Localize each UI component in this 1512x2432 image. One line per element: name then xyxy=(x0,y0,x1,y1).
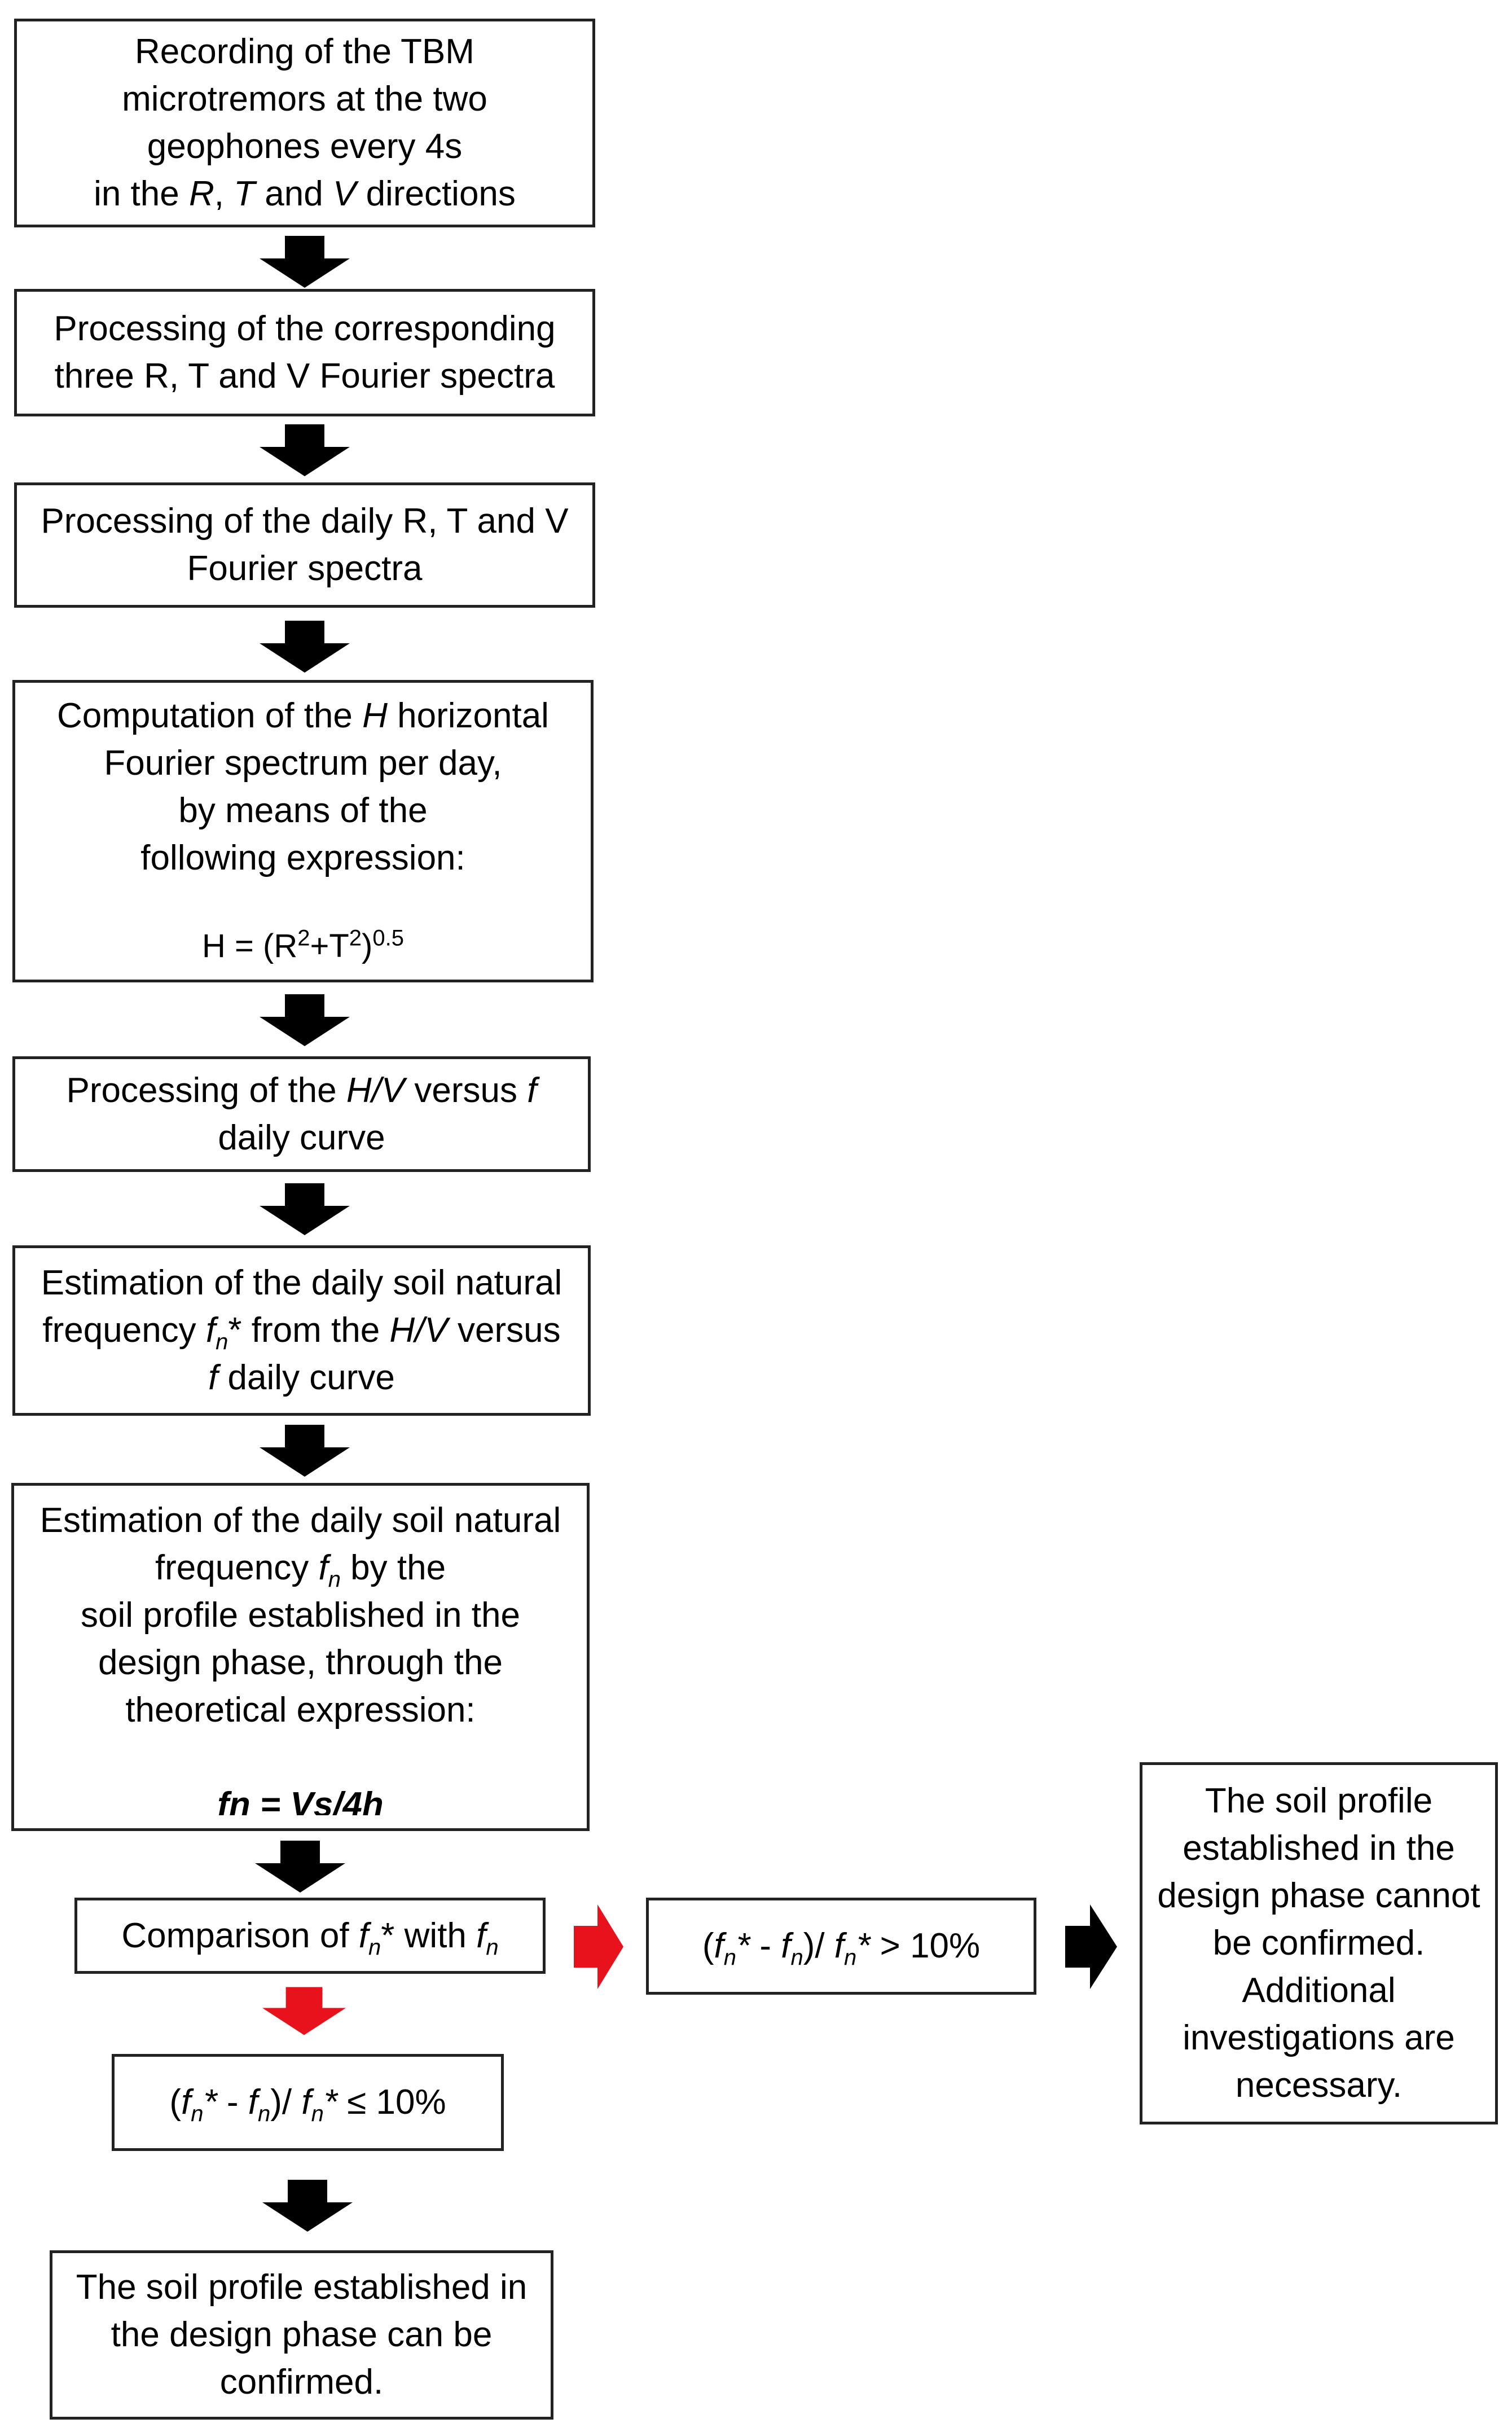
down-arrow-4-icon xyxy=(260,994,350,1046)
red-right-arrow-icon xyxy=(574,1904,623,1989)
not-confirmed-line-3: design phase cannot xyxy=(1157,1876,1480,1915)
processing-daily-line-2: Fourier spectra xyxy=(187,549,423,588)
step-processing-fourier-box: Processing of the corresponding three R,… xyxy=(14,289,595,416)
condition-greater-text: (fn* - fn)/ fn* > 10% xyxy=(702,1926,981,1970)
computation-line-3: by means of the xyxy=(178,791,428,830)
estimation-theory-line-3: soil profile established in the xyxy=(81,1596,520,1635)
condition-greater-box: (fn* - fn)/ fn* > 10% xyxy=(646,1898,1036,1995)
estimation-theory-line-4: design phase, through the xyxy=(98,1643,503,1682)
step-computation-h-box: Computation of the H horizontal Fourier … xyxy=(12,680,594,982)
down-arrow-1-icon xyxy=(260,236,350,288)
computation-line-1: Computation of the H horizontal xyxy=(57,696,549,735)
comparison-text: Comparison of fn* with fn xyxy=(121,1916,499,1960)
step-processing-hv-box: Processing of the H/V versus f daily cur… xyxy=(12,1056,591,1172)
step-processing-daily-box: Processing of the daily R, T and V Fouri… xyxy=(14,482,595,608)
step-estimation-measured-box: Estimation of the daily soil natural fre… xyxy=(12,1245,591,1416)
fn-formula: fn = Vs/4h xyxy=(217,1785,384,1815)
confirmed-line-3: confirmed. xyxy=(219,2363,384,2402)
not-confirmed-line-6: investigations are xyxy=(1183,2018,1455,2057)
estimation-star-line-1: Estimation of the daily soil natural xyxy=(41,1263,562,1302)
not-confirmed-line-1: The soil profile xyxy=(1205,1781,1433,1820)
step-recording-box: Recording of the TBM microtremors at the… xyxy=(14,19,595,227)
not-confirmed-line-2: established in the xyxy=(1183,1829,1455,1868)
processing-fourier-line-2: three R, T and V Fourier spectra xyxy=(54,357,555,396)
condition-less-box: (fn* - fn)/ fn* ≤ 10% xyxy=(112,2054,504,2151)
red-down-arrow-icon xyxy=(262,1987,346,2035)
right-arrow-icon xyxy=(1065,1904,1117,1989)
outcome-confirmed-box: The soil profile established in the desi… xyxy=(50,2250,553,2420)
estimation-star-line-3: f daily curve xyxy=(208,1358,395,1397)
estimation-theory-line-1: Estimation of the daily soil natural xyxy=(39,1501,561,1540)
recording-line-1: Recording of the TBM xyxy=(135,32,474,71)
recording-line-4: in the R, T and V directions xyxy=(94,174,516,213)
processing-fourier-line-1: Processing of the corresponding xyxy=(54,309,556,348)
h-formula: H = (R2+T2)0.5 xyxy=(202,925,404,964)
processing-daily-line-1: Processing of the daily R, T and V xyxy=(41,502,569,541)
step-estimation-theoretical-box: Estimation of the daily soil natural fre… xyxy=(11,1483,590,1831)
not-confirmed-line-5: Additional xyxy=(1242,1971,1396,2010)
processing-hv-line-1: Processing of the H/V versus f xyxy=(66,1070,537,1110)
down-arrow-3-icon xyxy=(260,621,350,673)
not-confirmed-line-4: be confirmed. xyxy=(1212,1924,1425,1963)
down-arrow-7-icon xyxy=(255,1841,345,1893)
computation-line-4: following expression: xyxy=(140,839,465,877)
outcome-not-confirmed-box: The soil profile established in the desi… xyxy=(1140,1762,1498,2124)
estimation-star-line-2: frequency fn* from the H/V versus xyxy=(42,1311,561,1355)
down-arrow-5-icon xyxy=(260,1183,350,1235)
recording-line-2: microtremors at the two xyxy=(122,80,487,118)
confirmed-line-1: The soil profile established in xyxy=(76,2268,528,2307)
not-confirmed-line-7: necessary. xyxy=(1235,2066,1403,2105)
estimation-theory-line-2: frequency fn by the xyxy=(155,1548,446,1592)
condition-less-text: (fn* - fn)/ fn* ≤ 10% xyxy=(169,2083,446,2127)
confirmed-line-2: the design phase can be xyxy=(111,2315,493,2354)
down-arrow-6-icon xyxy=(260,1425,350,1477)
down-arrow-8-icon xyxy=(262,2180,353,2232)
processing-hv-line-2: daily curve xyxy=(218,1118,385,1157)
recording-line-3: geophones every 4s xyxy=(147,127,463,166)
computation-line-2: Fourier spectrum per day, xyxy=(104,744,502,783)
step-comparison-box: Comparison of fn* with fn xyxy=(74,1898,546,1974)
estimation-theory-line-5: theoretical expression: xyxy=(125,1691,476,1729)
down-arrow-2-icon xyxy=(260,424,350,476)
